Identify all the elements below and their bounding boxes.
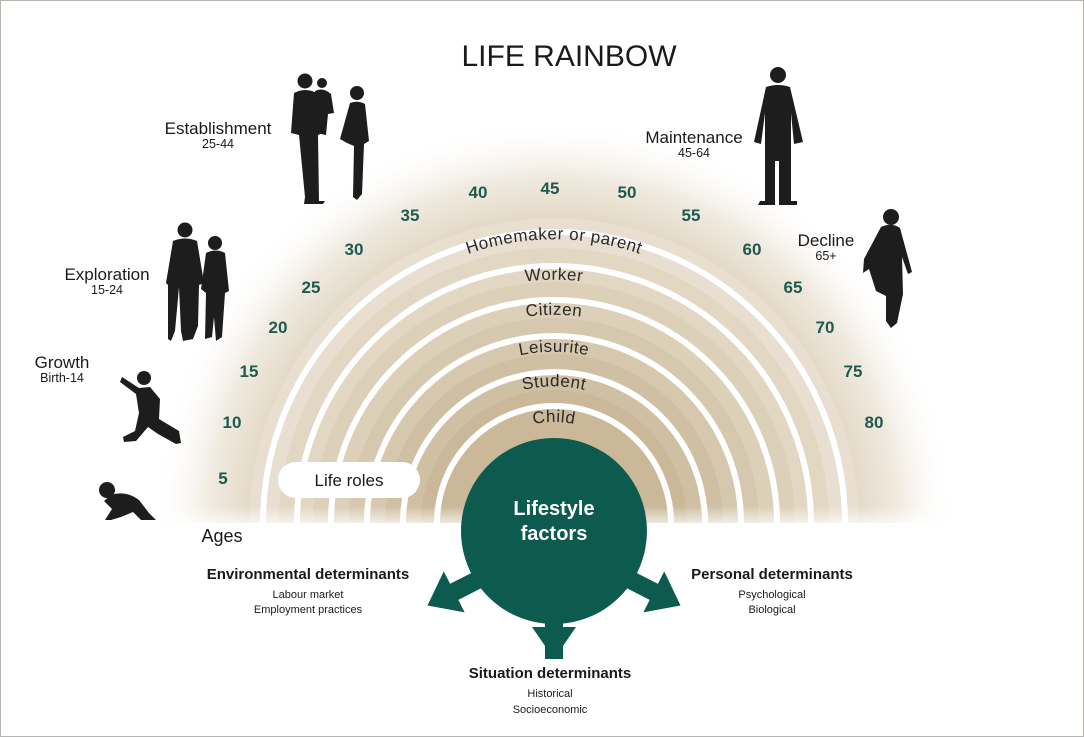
elderly-woman-silhouette-icon [863, 209, 912, 328]
age-tick-15: 15 [240, 362, 259, 381]
stage-growth-name: Growth [35, 353, 90, 372]
crawling-baby-silhouette-icon [99, 482, 156, 520]
stage-exploration-name: Exploration [64, 265, 149, 284]
role-child: Child [531, 407, 577, 428]
environmental-item: Labour market [273, 589, 344, 601]
stage-decline-ages: 65+ [815, 249, 836, 263]
role-leisurite: Leisurite [517, 337, 591, 360]
role-citizen: Citizen [525, 300, 584, 321]
stage-establishment-ages: 25-44 [202, 137, 234, 151]
age-tick-10: 10 [223, 413, 242, 432]
ages-axis-label: Ages [201, 526, 242, 546]
age-tick-60: 60 [743, 240, 762, 259]
age-tick-35: 35 [401, 206, 420, 225]
age-tick-45: 45 [541, 179, 560, 198]
diagram-title: LIFE RAINBOW [461, 40, 677, 73]
situation-determinants-title: Situation determinants [469, 665, 632, 682]
age-tick-65: 65 [784, 278, 803, 297]
life-roles-pill: Life roles [278, 462, 420, 498]
rainbow-band-lines [260, 229, 848, 524]
running-child-silhouette-icon [120, 371, 181, 444]
environmental-item: Employment practices [254, 604, 363, 616]
age-tick-55: 55 [682, 206, 701, 225]
stage-establishment-name: Establishment [165, 119, 272, 138]
family-silhouette-icon [291, 73, 369, 204]
personal-item: Biological [748, 604, 795, 616]
age-tick-5: 5 [218, 469, 227, 488]
life-roles-label: Life roles [315, 471, 384, 490]
stage-maintenance-ages: 45-64 [678, 146, 710, 160]
center-label-line2: factors [521, 523, 588, 545]
stage-exploration-ages: 15-24 [91, 283, 123, 297]
stage-growth-ages: Birth-14 [40, 371, 84, 385]
personal-item: Psychological [738, 589, 805, 601]
age-tick-40: 40 [469, 183, 488, 202]
environmental-determinants: Environmental determinants Labour market… [207, 566, 410, 616]
businessman-silhouette-icon [754, 67, 803, 205]
stage-maintenance-name: Maintenance [645, 128, 742, 147]
age-tick-75: 75 [844, 362, 863, 381]
age-tick-50: 50 [618, 183, 637, 202]
center-label-line1: Lifestyle [513, 498, 594, 520]
personal-determinants: Personal determinants Psychological Biol… [691, 566, 853, 616]
role-worker: Worker [524, 265, 584, 286]
young-couple-silhouette-icon [166, 222, 229, 341]
age-tick-30: 30 [345, 240, 364, 259]
situation-item: Historical [527, 688, 572, 700]
age-tick-80: 80 [865, 413, 884, 432]
stage-decline-name: Decline [798, 231, 855, 250]
age-scale: 5 10 15 20 25 30 35 40 45 50 55 60 65 70… [218, 179, 883, 488]
environmental-determinants-title: Environmental determinants [207, 566, 410, 583]
age-tick-20: 20 [269, 318, 288, 337]
situation-determinants: Situation determinants Historical Socioe… [469, 665, 632, 716]
age-tick-70: 70 [816, 318, 835, 337]
situation-item: Socioeconomic [513, 704, 588, 716]
age-tick-25: 25 [302, 278, 321, 297]
lifestyle-factors-circle [461, 438, 647, 624]
personal-determinants-title: Personal determinants [691, 566, 853, 583]
